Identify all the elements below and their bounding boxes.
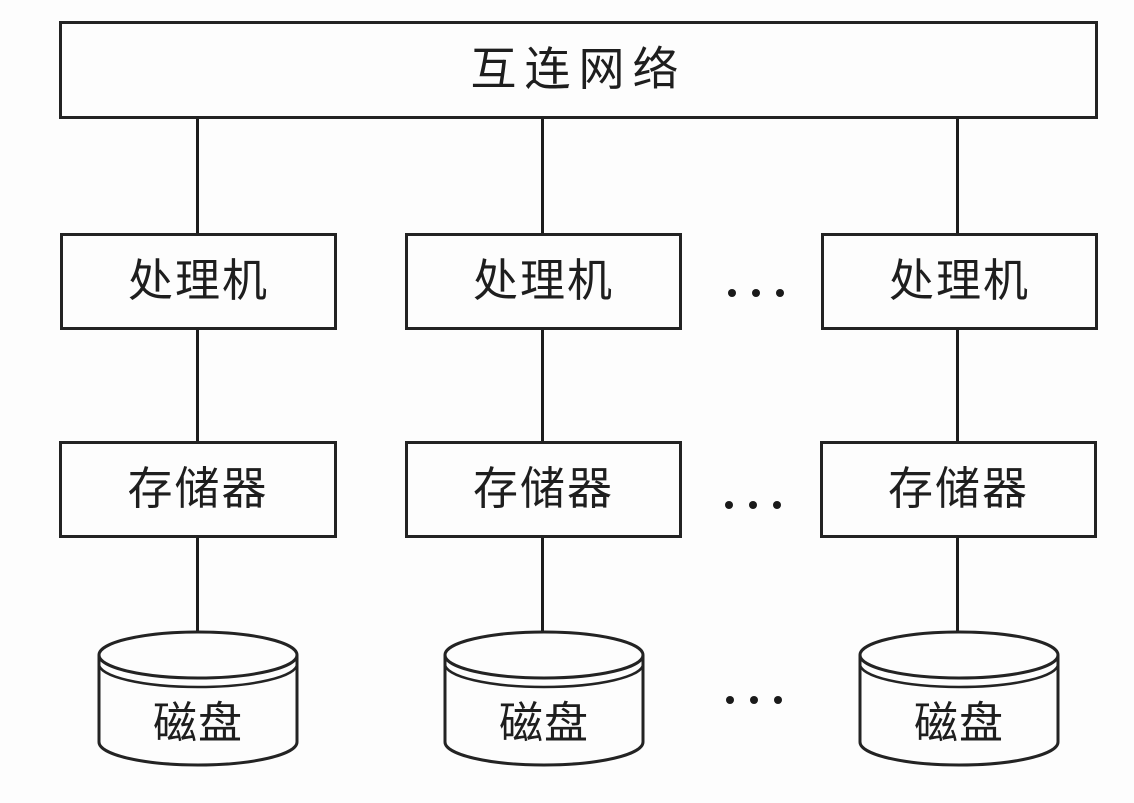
ellipsis-dot: [774, 696, 782, 704]
disk-label-3: 磁盘: [914, 699, 1004, 748]
processor-box-2: 处理机: [405, 233, 682, 330]
disk-label-1: 磁盘: [153, 699, 243, 748]
memory-box-3: 存储器: [820, 441, 1097, 538]
connector-memory-disk-3: [956, 535, 959, 645]
processor-box-1: 处理机: [60, 233, 337, 330]
processor-label-2: 处理机: [472, 256, 614, 306]
ellipsis-memory-row: [725, 501, 781, 509]
disk-cylinder-icon: [858, 630, 1060, 767]
connector-processor-memory-1: [196, 327, 199, 445]
disk-node-2: 磁盘: [442, 628, 646, 768]
memory-label-1: 存储器: [127, 464, 269, 514]
ellipsis-dot: [752, 289, 760, 297]
memory-label-3: 存储器: [887, 464, 1029, 514]
interconnect-network-label: 互连网络: [470, 44, 687, 95]
disk-node-1: 磁盘: [96, 628, 300, 768]
connector-net-processor-1: [196, 116, 199, 236]
connector-processor-memory-3: [956, 327, 959, 445]
ellipsis-dot: [728, 289, 736, 297]
connector-net-processor-2: [541, 116, 544, 236]
ellipsis-dot: [725, 501, 733, 509]
ellipsis-processor-row: [728, 289, 784, 297]
memory-box-2: 存储器: [405, 441, 682, 538]
connector-memory-disk-1: [196, 535, 199, 645]
memory-label-2: 存储器: [472, 464, 614, 514]
ellipsis-dot: [776, 289, 784, 297]
processor-label-1: 处理机: [127, 256, 269, 306]
ellipsis-dot: [749, 501, 757, 509]
disk-cylinder-icon: [97, 630, 299, 767]
connector-net-processor-3: [956, 116, 959, 236]
ellipsis-dot: [750, 696, 758, 704]
disk-node-3: 磁盘: [857, 628, 1061, 768]
disk-label-2: 磁盘: [499, 699, 589, 748]
interconnect-network-box: 互连网络: [59, 21, 1098, 119]
processor-label-3: 处理机: [888, 256, 1030, 306]
ellipsis-dot: [726, 696, 734, 704]
disk-cylinder-icon: [443, 630, 645, 767]
memory-box-1: 存储器: [59, 441, 337, 538]
connector-processor-memory-2: [541, 327, 544, 445]
ellipsis-dot: [773, 501, 781, 509]
processor-box-3: 处理机: [821, 233, 1098, 330]
connector-memory-disk-2: [541, 535, 544, 645]
ellipsis-disk-row: [726, 696, 782, 704]
